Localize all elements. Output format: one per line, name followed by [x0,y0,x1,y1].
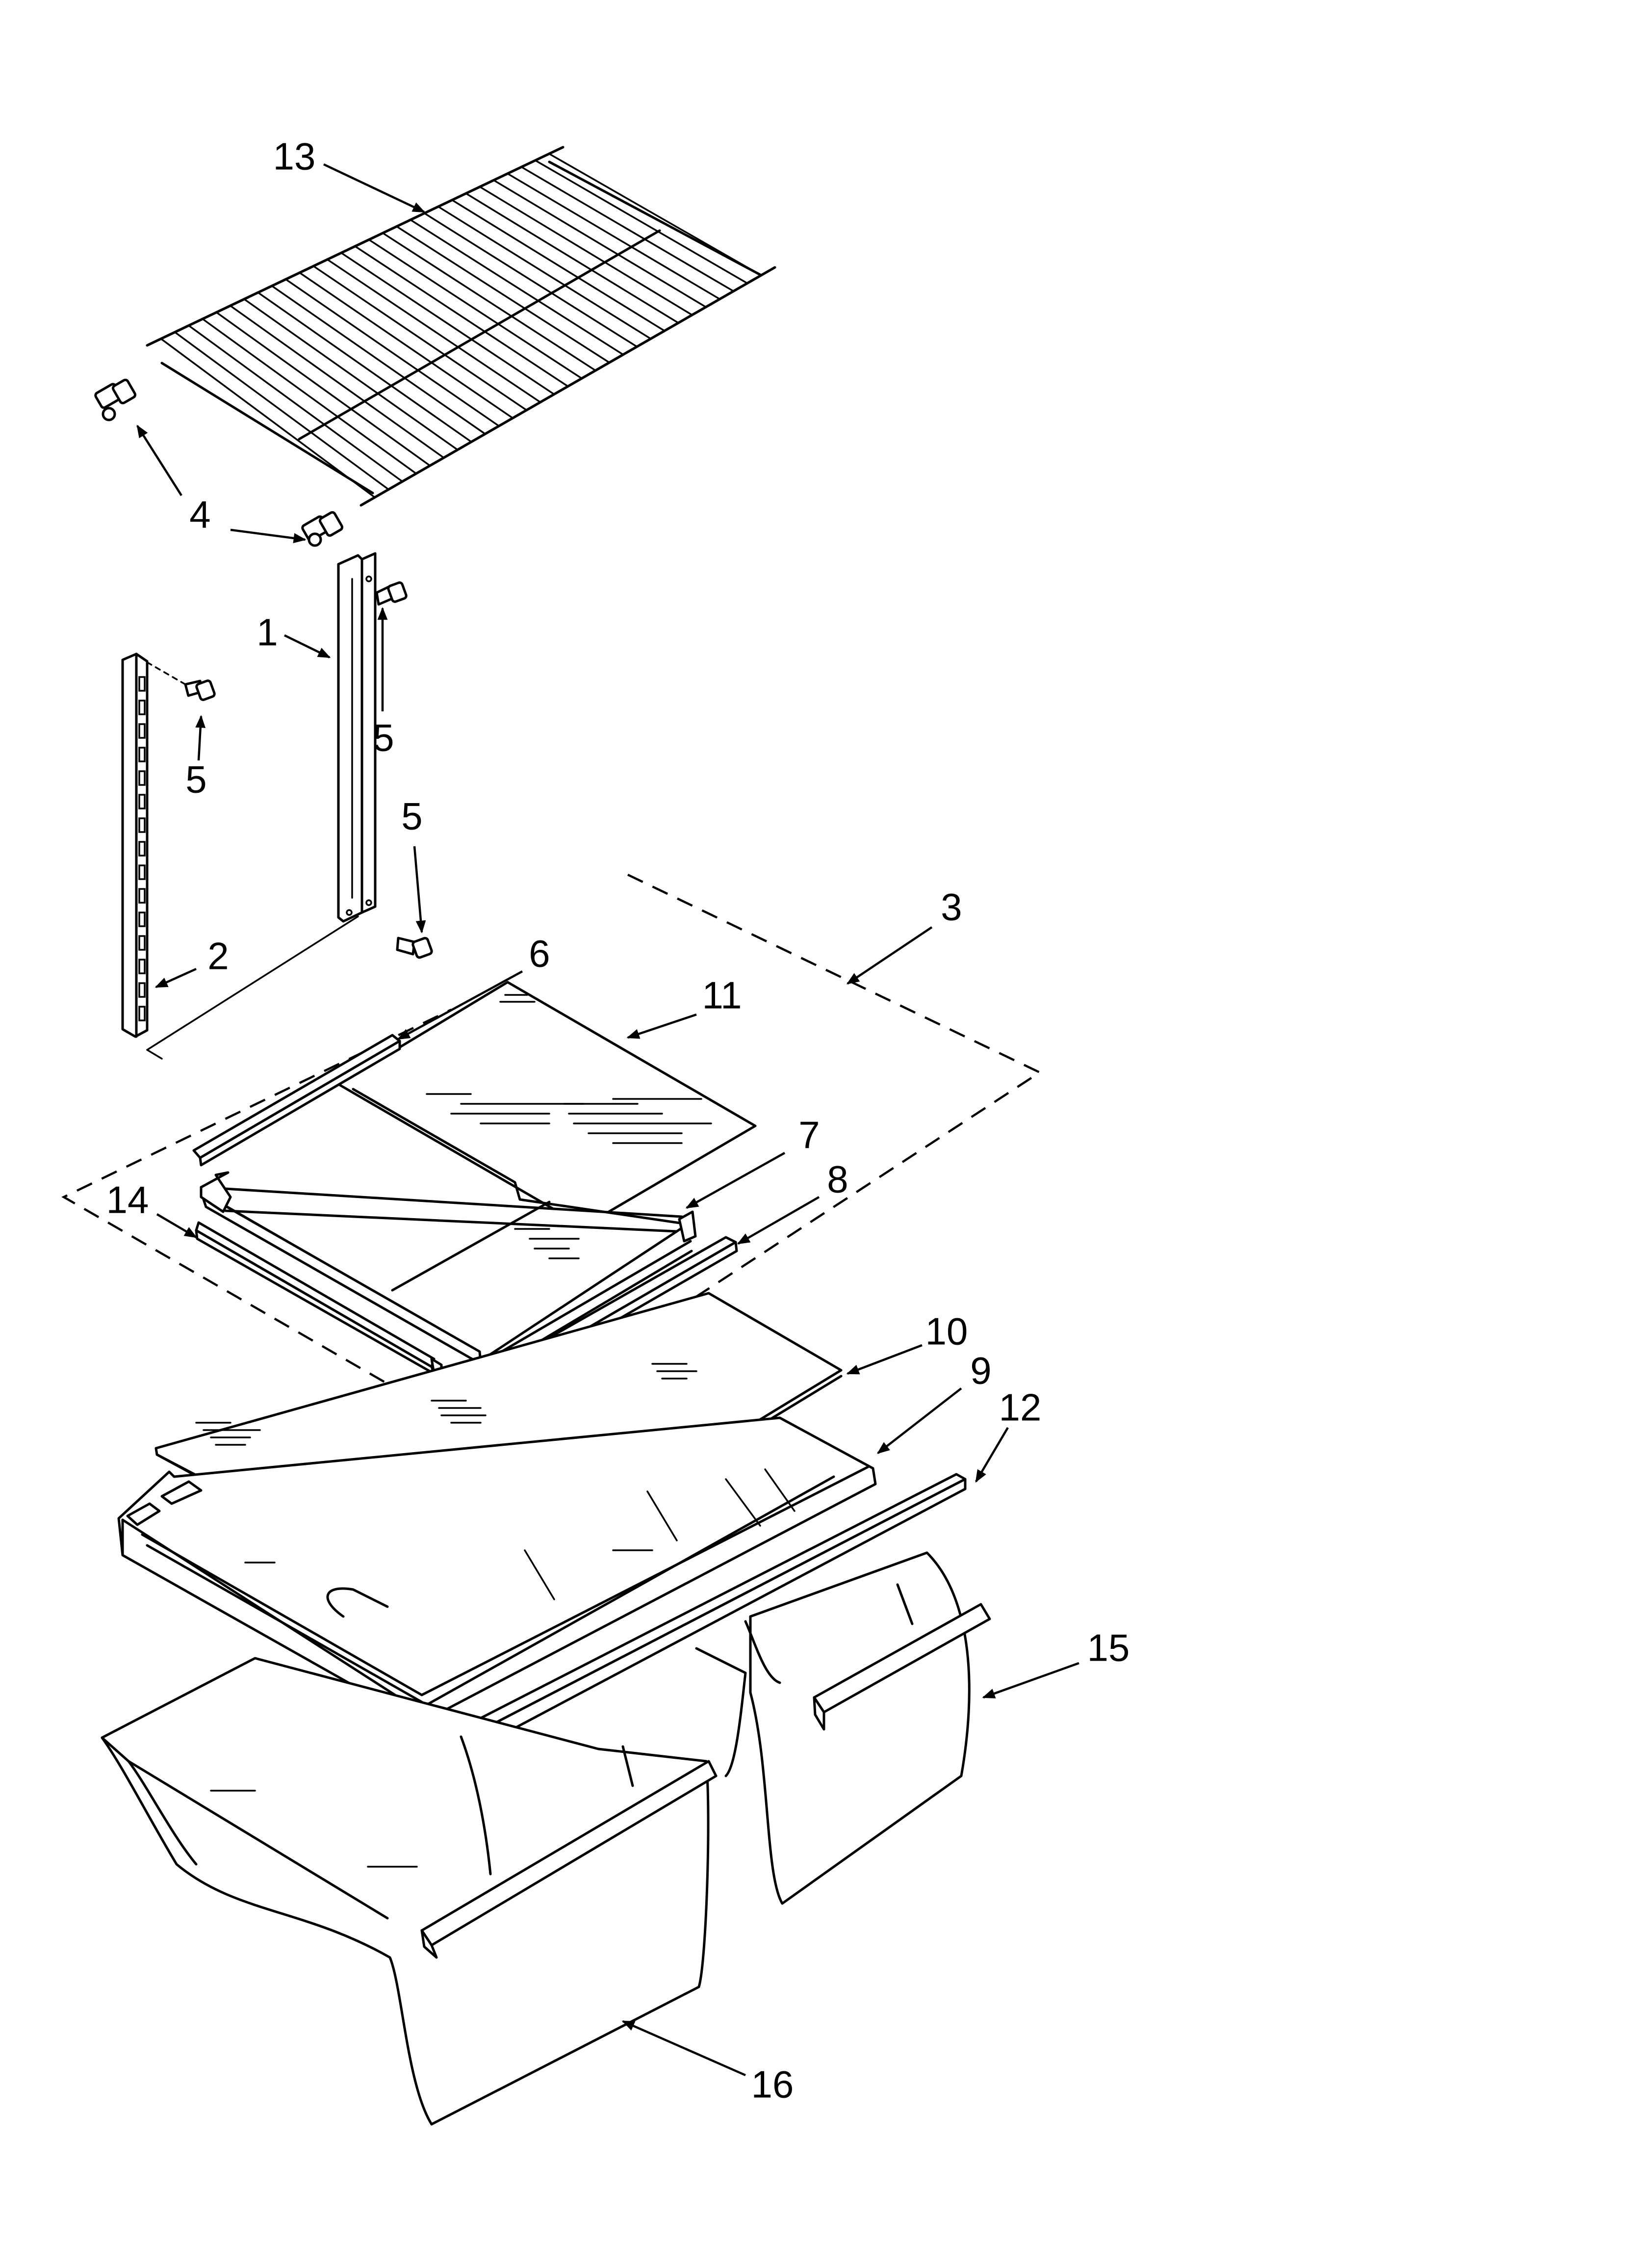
shelf-wire [312,265,528,411]
shelf-wire [160,338,376,498]
track-slot [138,794,146,809]
callout-5-left: 5 [185,758,206,801]
callout-2: 2 [207,935,229,978]
callout-14: 14 [106,1178,149,1222]
track-slot [138,888,146,904]
shelf-wire [548,153,762,276]
shelf-wire [215,311,431,467]
track-slot [138,700,146,715]
callout-16: 16 [751,2063,794,2106]
callout-11: 11 [702,974,742,1017]
callout-5-upper: 5 [373,716,394,759]
track-slot [138,817,146,833]
track-slot [138,841,146,857]
shelf-wire [284,278,500,427]
shelf-wire [340,252,555,395]
shelf-pin-right [301,511,344,547]
track-slot [138,747,146,762]
shelf-track-right [337,552,377,923]
crisper-cover-frame [117,1416,877,1733]
callout-3: 3 [941,886,962,929]
track-slot [138,959,146,974]
track-slot [138,1006,146,1021]
shelf-wire [507,173,721,300]
callout-8: 8 [827,1158,848,1201]
callout-9: 9 [970,1349,991,1392]
track-slot [138,912,146,927]
screw-left [146,661,216,701]
shelf-wire [382,232,597,371]
shelf-wire [354,245,569,388]
shelf-wire [368,238,583,380]
callout-13: 13 [273,135,316,178]
callout-5-lower: 5 [401,795,422,838]
shelf-wire [465,192,679,324]
callout-1: 1 [257,611,278,654]
shelf-wire [520,166,735,292]
wire-shelf [146,146,776,507]
track-slot [138,676,146,692]
screw-upper-right [375,581,408,606]
shelf-wire [299,272,514,419]
shelf-wire [396,225,611,364]
shelf-wire [257,291,472,443]
shelf-wire [202,318,417,475]
callout-10: 10 [925,1310,968,1353]
shelf-wire [492,179,707,308]
assembly-outline [61,873,1042,1439]
shelf-wire [410,219,624,356]
track-leader [146,915,359,1051]
callout-12: 12 [999,1386,1042,1429]
track-slot [138,723,146,739]
shelf-wire [243,298,459,451]
track-slot [138,770,146,786]
shelf-wire [271,285,486,435]
callout-4: 4 [189,493,210,536]
track-slot [138,935,146,951]
callout-15: 15 [1087,1626,1130,1669]
shelf-track-left [121,652,149,1038]
crisper-drawer-right [744,1551,991,1905]
shelf-pin-left [94,378,137,421]
callout-7: 7 [798,1114,820,1157]
callout-6: 6 [529,932,550,975]
track-slot [138,864,146,880]
screw-lower-right [396,937,433,959]
shelf-wire [423,212,638,348]
shelf-wire [437,206,652,340]
shelf-wire [174,331,390,491]
shelf-wire [479,186,693,316]
track-slot [138,982,146,998]
shelf-wire [188,324,404,483]
shelf-wire [534,159,748,285]
shelf-frame [192,1034,697,1375]
glass-insert-upper [337,981,757,1228]
crisper-drawer-left [101,1647,747,2126]
shelf-wire [326,259,541,403]
shelf-wire [451,199,666,332]
shelf-wire [229,305,445,459]
